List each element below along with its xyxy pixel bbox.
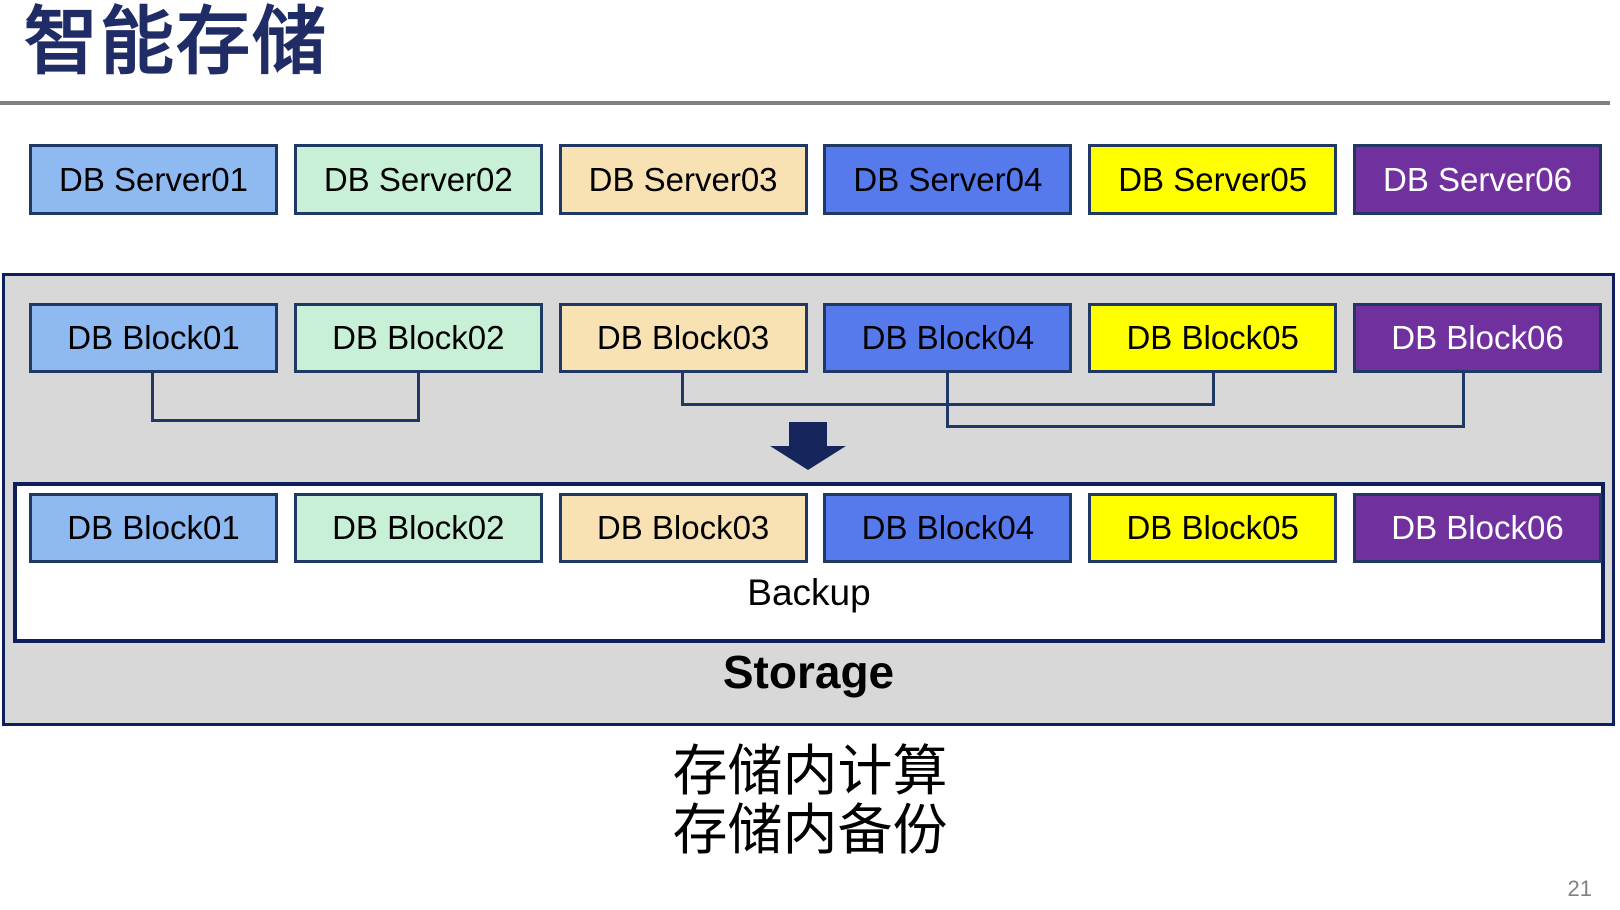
page-number: 21	[1567, 876, 1592, 901]
backup-label: Backup	[747, 572, 871, 613]
server-box-03: DB Server03	[558, 144, 808, 215]
db-server-row: DB Server01 DB Server02 DB Server03 DB S…	[29, 144, 1602, 215]
backup-block-box-04: DB Block04	[823, 493, 1073, 563]
db-block-row-backup: DB Block01 DB Block02 DB Block03 DB Bloc…	[29, 493, 1602, 563]
backup-block-box-02: DB Block02	[293, 493, 543, 563]
server-box-06: DB Server06	[1352, 144, 1602, 215]
db-block-row-compute: DB Block01 DB Block02 DB Block03 DB Bloc…	[29, 303, 1602, 373]
block-box-04: DB Block04	[823, 303, 1073, 373]
down-arrow-icon	[770, 422, 846, 470]
caption-line-2: 存储内备份	[672, 799, 948, 862]
server-box-04: DB Server04	[823, 144, 1073, 215]
backup-block-box-06: DB Block06	[1352, 493, 1602, 563]
block-box-03: DB Block03	[558, 303, 808, 373]
connector-block04-block06	[946, 373, 1465, 428]
backup-block-box-05: DB Block05	[1088, 493, 1338, 563]
server-box-05: DB Server05	[1088, 144, 1338, 215]
backup-block-box-01: DB Block01	[29, 493, 278, 563]
slide-title: 智能存储	[24, 0, 328, 83]
block-box-05: DB Block05	[1088, 303, 1338, 373]
block-box-01: DB Block01	[29, 303, 278, 373]
server-box-02: DB Server02	[293, 144, 543, 215]
caption-line-1: 存储内计算	[672, 740, 948, 802]
block-box-06: DB Block06	[1352, 303, 1602, 373]
title-divider	[0, 101, 1610, 105]
down-arrow-shape	[770, 422, 846, 470]
block-box-02: DB Block02	[293, 303, 543, 373]
connector-block01-block02	[151, 373, 420, 422]
caption-block: 存储内计算 存储内备份	[0, 740, 1620, 862]
backup-block-box-03: DB Block03	[558, 493, 808, 563]
server-box-01: DB Server01	[29, 144, 278, 215]
backup-container	[13, 482, 1605, 643]
storage-label: Storage	[722, 646, 895, 698]
